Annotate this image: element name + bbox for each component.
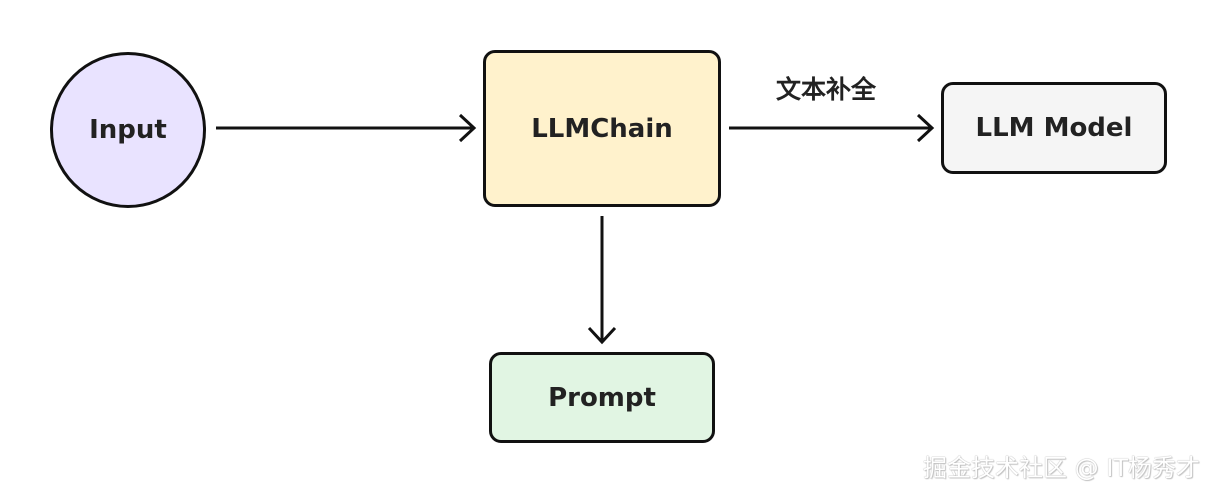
edge-label-text-completion: 文本补全: [776, 75, 877, 104]
node-llm-model: LLM Model: [941, 82, 1167, 174]
node-input-label: Input: [89, 115, 167, 145]
node-llmchain: LLMChain: [483, 50, 721, 207]
node-llm-model-label: LLM Model: [975, 113, 1133, 143]
watermark: 掘金技术社区 @ IT杨秀才: [923, 454, 1200, 482]
node-prompt: Prompt: [489, 352, 715, 443]
node-input: Input: [50, 52, 206, 208]
arrowhead-llmmodel-icon: [916, 113, 935, 143]
arrowhead-llmchain-icon: [458, 113, 477, 143]
node-prompt-label: Prompt: [548, 382, 656, 413]
arrowhead-prompt-icon: [587, 326, 617, 345]
node-llmchain-label: LLMChain: [531, 113, 673, 144]
